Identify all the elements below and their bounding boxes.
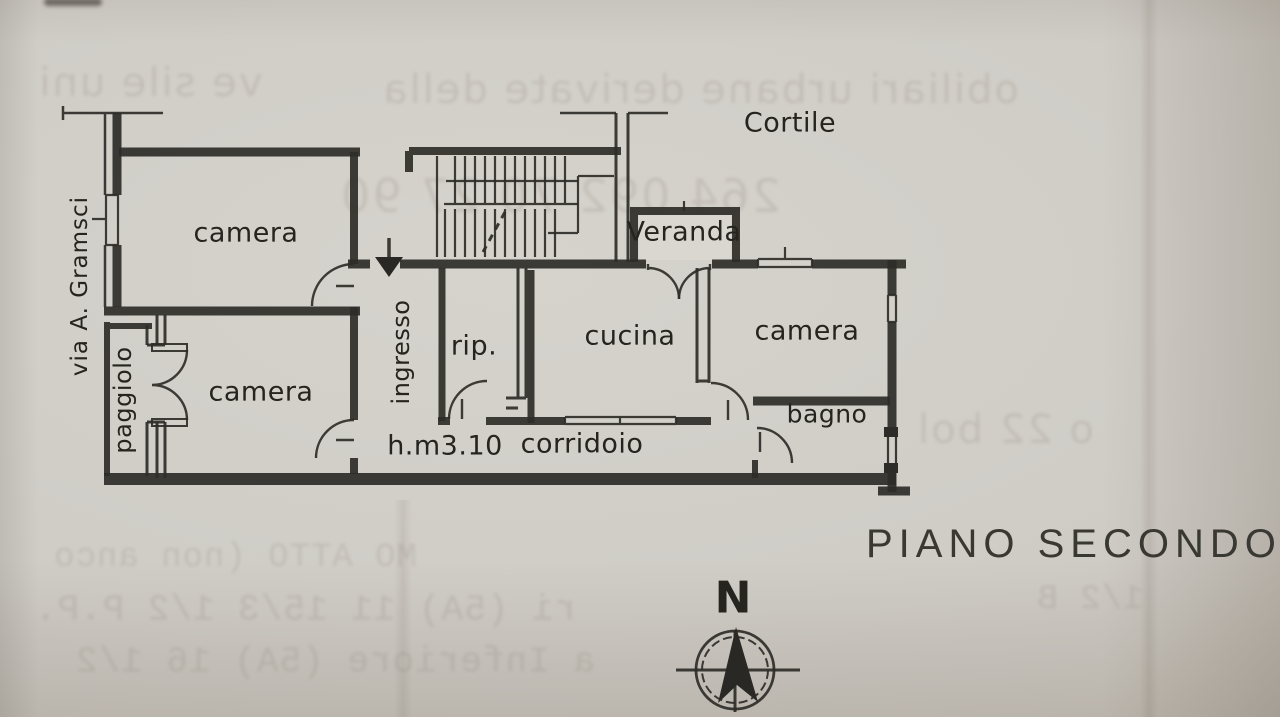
double-line-walls [145, 113, 711, 478]
compass-rose-icon [676, 627, 800, 712]
outer-walls [104, 113, 910, 496]
floor-title: PIANO SECONDO [866, 522, 1280, 566]
cucina-corridor-threshold [563, 415, 678, 426]
label-courtyard: Cortile [743, 107, 837, 139]
inner-walls [350, 147, 740, 474]
veranda-interior [639, 215, 731, 260]
label-street: via A. Gramsci [67, 195, 93, 377]
door-arcs [151, 262, 794, 464]
room-label-camera-top-left: camera [193, 217, 299, 249]
room-label-bagno: bagno [786, 399, 868, 429]
entrance-arrow-icon [375, 238, 403, 277]
window-top-camera-right [756, 247, 814, 269]
compass-north-label: N [714, 572, 752, 624]
paper-seam-shadow [1140, 0, 1158, 717]
paper-crease-shadow [394, 500, 412, 717]
label-balcony: paggiolo [109, 346, 137, 454]
label-veranda: Veranda [626, 216, 742, 248]
room-label-cucina: cucina [584, 320, 676, 352]
window-left-camera [92, 193, 120, 247]
balcony-walls [104, 322, 758, 478]
room-label-ingresso: ingresso [387, 299, 415, 405]
window-right-camera [886, 293, 898, 324]
room-label-camera-bottom-left: camera [208, 376, 314, 408]
room-label-camera-right: camera [754, 315, 860, 347]
room-label-corridoio: corridoio [520, 428, 644, 460]
ceiling-height-annotation: h.m3.10 [387, 430, 503, 462]
scan-edge-smudge [44, 0, 102, 6]
stairs [435, 156, 614, 257]
window-right-bagno [884, 427, 898, 473]
partition-walls [438, 268, 535, 423]
room-label-ripostiglio: rip. [450, 330, 498, 362]
